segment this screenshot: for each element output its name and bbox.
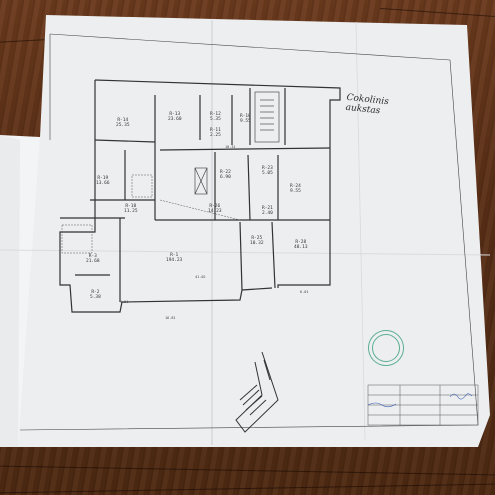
handwritten-title: Cokolinis aukstas (345, 93, 389, 117)
dimension-label: 41.02 (195, 275, 206, 279)
dimension-label: 6.01 (300, 290, 309, 294)
dimension-label: 10.31 (225, 145, 236, 149)
dimension-label: 16.81 (165, 316, 176, 320)
dimension-label: 4.51 (120, 300, 129, 304)
